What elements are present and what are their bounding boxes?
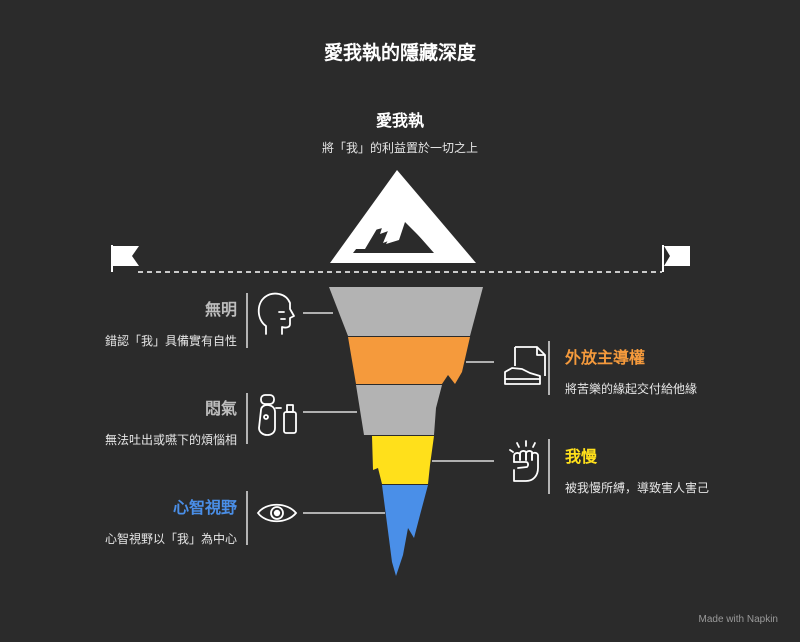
- label-ignorance-description: 錯認「我」具備實有自性: [104, 334, 237, 348]
- label-ignorance-title: 無明: [204, 300, 237, 319]
- label-self-view-title: 心智視野: [172, 498, 237, 517]
- label-grasping-description: 將苦樂的緣起交付給他緣: [565, 382, 698, 396]
- layer-grasping-band: [348, 337, 470, 384]
- label-stuffiness: 悶氣 無法吐出或嚥下的煩惱相: [105, 395, 237, 448]
- label-grasping: 外放主導權 將苦樂的緣起交付給他緣: [565, 344, 697, 397]
- label-self-view-description: 心智視野以「我」為中心: [104, 532, 237, 546]
- shoe-document-icon: [504, 346, 546, 385]
- label-pride-title: 我慢: [565, 447, 598, 466]
- iceberg-tip-icon: [330, 170, 476, 263]
- tip-heading: 愛我執: [375, 111, 424, 130]
- right-flag-icon: [662, 245, 690, 272]
- layer-self-view-band: [382, 485, 428, 576]
- eye-icon: [256, 503, 298, 523]
- left-flag-icon: [111, 245, 139, 272]
- raised-fist-icon: [509, 440, 539, 482]
- label-self-view: 心智視野 心智視野以「我」為中心: [105, 494, 237, 547]
- napkin-watermark[interactable]: Made with Napkin: [698, 614, 778, 625]
- layer-pride-band: [372, 436, 434, 484]
- tip-description: 將「我」的利益置於一切之上: [321, 141, 478, 155]
- layer-ignorance-band: [329, 287, 483, 336]
- head-profile-icon: [257, 292, 295, 335]
- layer-stuffiness-band: [356, 385, 442, 435]
- connectors: [246, 293, 550, 545]
- label-pride-description: 被我慢所縛，導致害人害己: [565, 481, 710, 495]
- label-stuffiness-title: 悶氣: [204, 399, 237, 418]
- page-title: 愛我執的隱藏深度: [323, 42, 476, 64]
- label-ignorance: 無明 錯認「我」具備實有自性: [105, 296, 237, 349]
- label-grasping-title: 外放主導權: [565, 348, 646, 367]
- label-stuffiness-description: 無法吐出或嚥下的煩惱相: [104, 433, 237, 447]
- inhaler-icon: [258, 394, 297, 436]
- label-pride: 我慢 被我慢所縛，導致害人害己: [565, 443, 709, 496]
